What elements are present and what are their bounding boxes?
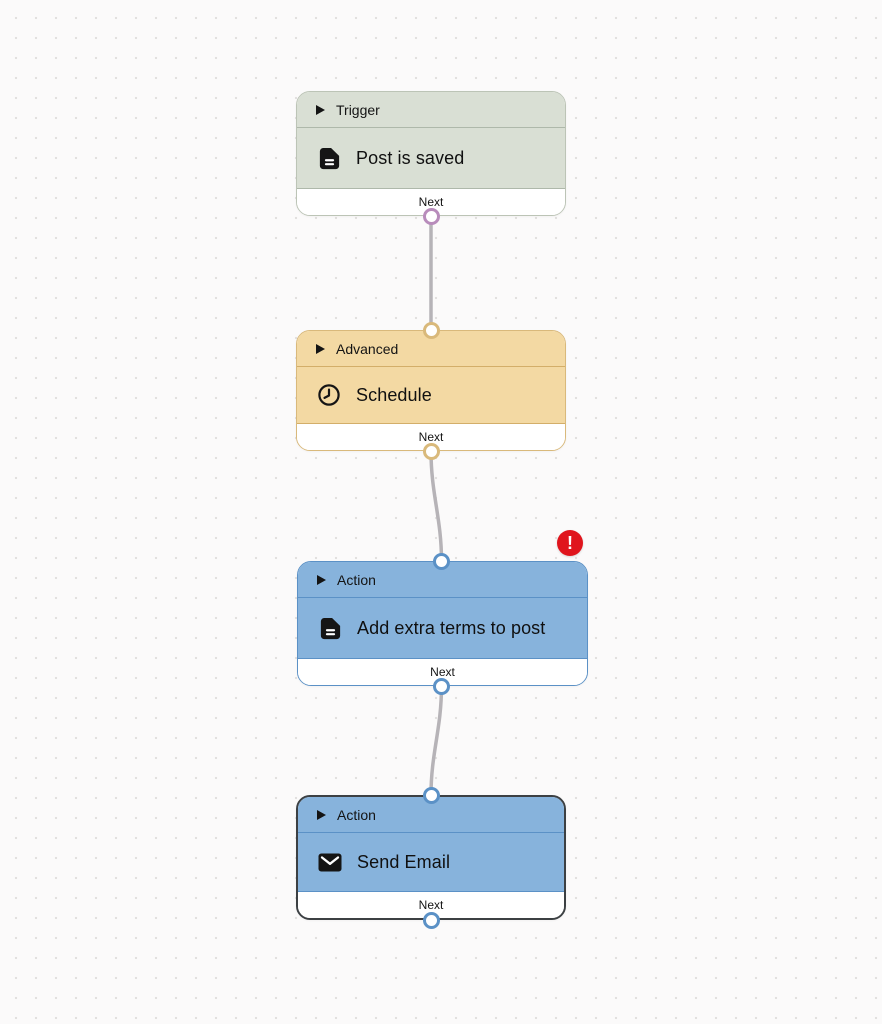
next-port-label: Next [430,665,455,679]
node-body[interactable]: Post is saved [297,128,565,188]
node-body[interactable]: Add extra terms to post [298,598,587,658]
next-port-label: Next [418,195,444,209]
next-port-label: Next [418,430,444,444]
envelope-icon [318,850,342,874]
output-port-schedule[interactable] [422,442,440,460]
error-badge[interactable]: ! [557,530,583,556]
node-title: Add extra terms to post [357,617,546,638]
node-body[interactable]: Send Email [298,833,564,891]
workflow-node-trigger[interactable]: Trigger Post is saved Next [296,91,566,216]
workflow-node-schedule[interactable]: Advanced Schedule Next [296,330,566,451]
node-category-label: Action [337,806,376,823]
clock-icon [317,383,341,407]
next-port-label: Next [418,898,444,912]
collapse-triangle-icon[interactable] [317,574,326,585]
error-badge-glyph: ! [567,533,573,553]
node-body[interactable]: Schedule [297,367,565,423]
node-title: Send Email [357,851,451,872]
workflow-node-add-extra-terms[interactable]: Action Add extra terms to post Next [297,561,588,686]
input-port-send-email[interactable] [422,786,440,804]
output-port-add-extra-terms[interactable] [433,677,450,695]
collapse-triangle-icon[interactable] [317,809,326,820]
node-category-label: Trigger [336,101,380,118]
node-title: Schedule [356,384,432,405]
edge-action1-to-action2[interactable] [429,684,444,797]
node-footer: Next [297,188,565,215]
collapse-triangle-icon[interactable] [316,343,325,354]
node-header[interactable]: Trigger [297,92,565,128]
node-category-label: Advanced [336,340,399,357]
output-port-send-email[interactable] [422,911,440,929]
document-icon [318,616,342,640]
edge-advanced-to-action1[interactable] [429,449,444,563]
output-port-trigger[interactable] [422,207,440,225]
document-icon [317,146,341,170]
input-port-schedule[interactable] [422,321,440,339]
collapse-triangle-icon[interactable] [316,104,325,115]
input-port-add-extra-terms[interactable] [433,552,450,570]
node-category-label: Action [337,571,376,588]
node-title: Post is saved [356,147,465,168]
workflow-node-send-email[interactable]: Action Send Email Next [296,795,566,920]
